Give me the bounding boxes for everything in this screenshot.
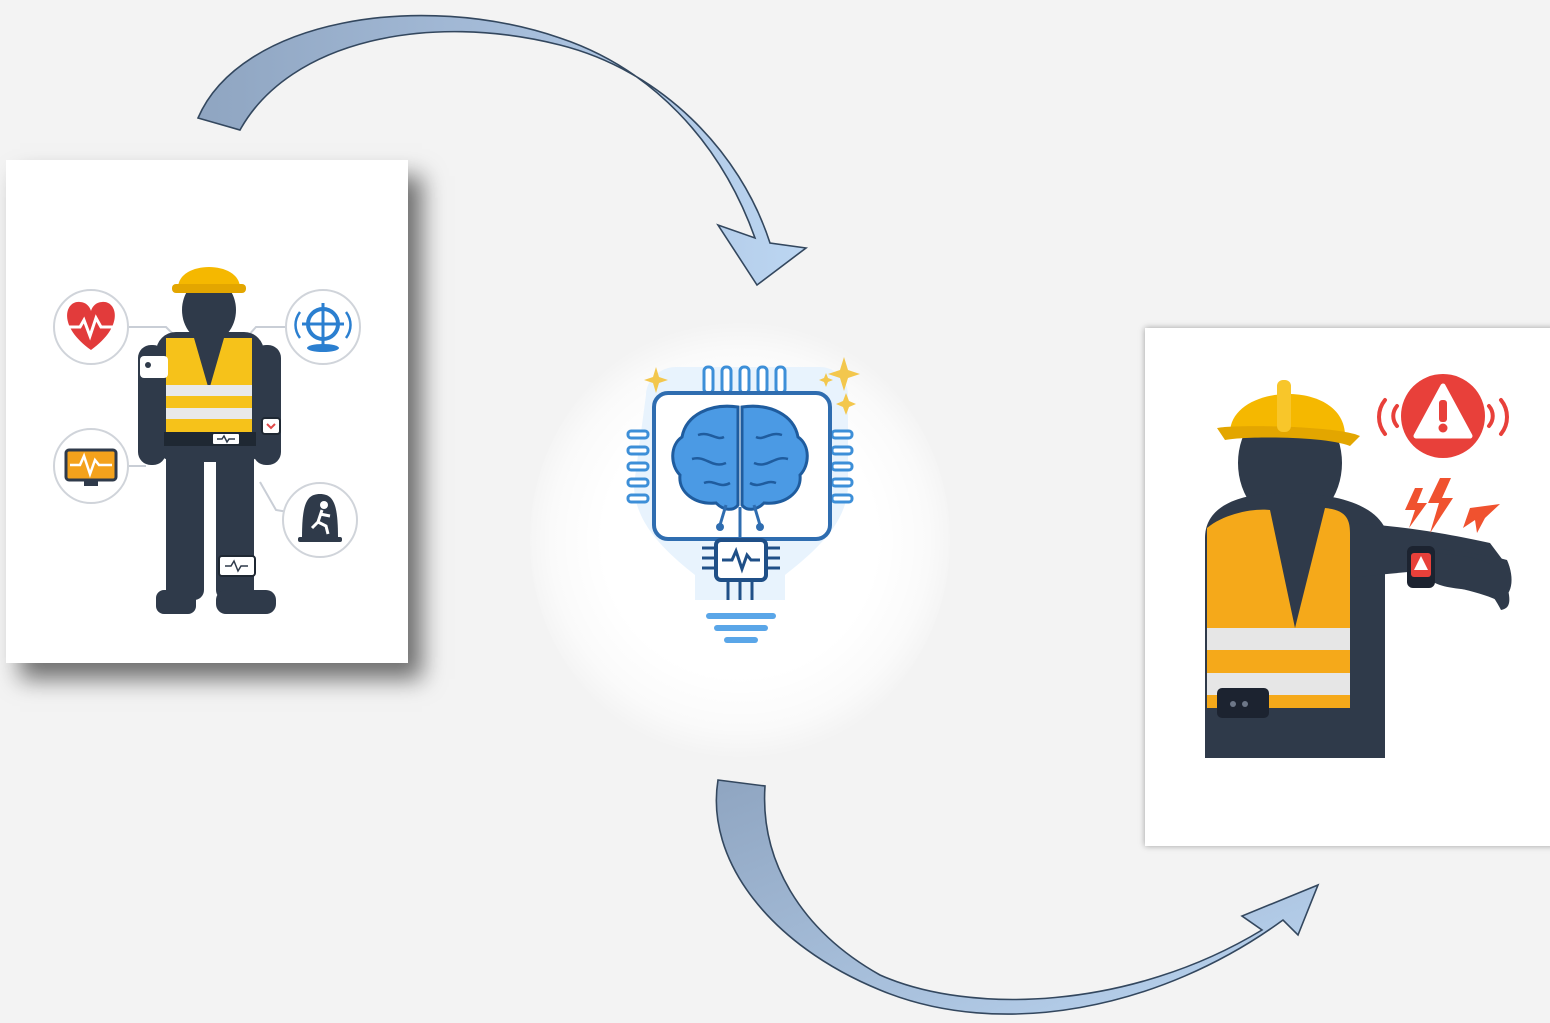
fall-alarm-icon bbox=[282, 482, 358, 558]
warning-alert-icon bbox=[1377, 374, 1509, 458]
wearable-sensors-panel bbox=[6, 160, 408, 663]
ai-brain-chip-bulb-icon bbox=[626, 357, 860, 643]
worker-smartwatch-alert-icon bbox=[1205, 374, 1512, 758]
alert-panel bbox=[1145, 328, 1550, 846]
wearable-sensor-worker-icon bbox=[53, 267, 361, 614]
vital-monitor-icon bbox=[53, 428, 129, 504]
heart-rate-icon bbox=[53, 289, 129, 365]
location-target-icon bbox=[285, 289, 361, 365]
